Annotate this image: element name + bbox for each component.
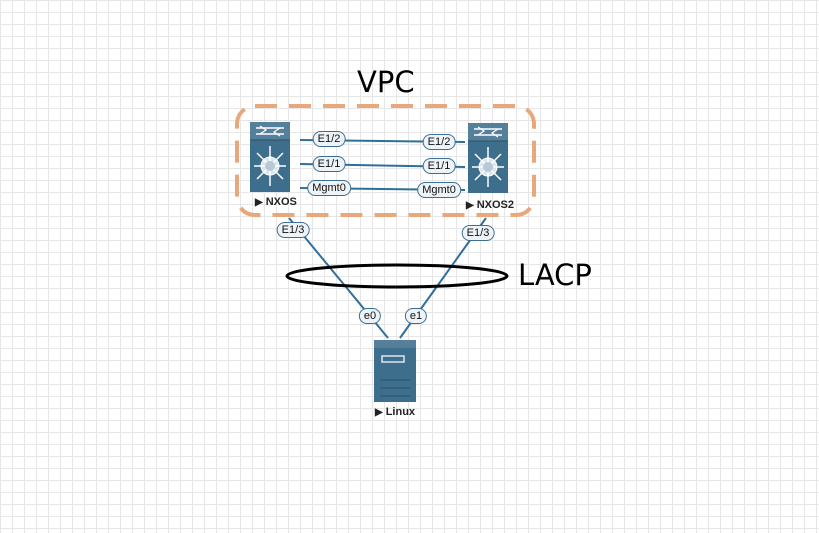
nxos1-node-label[interactable]: ▶NXOS <box>255 196 297 208</box>
nxos1-switch-icon[interactable] <box>250 122 290 192</box>
port-nxos2-mgmt0[interactable]: Mgmt0 <box>417 182 461 198</box>
start-node-icon[interactable]: ▶ <box>255 197 263 208</box>
port-nxos2-e1-3[interactable]: E1/3 <box>461 225 495 241</box>
lacp-bundle-label: LACP <box>518 258 592 292</box>
port-linux-e0[interactable]: e0 <box>358 308 382 324</box>
port-linux-e1[interactable]: e1 <box>404 308 428 324</box>
port-nxos1-e1-1[interactable]: E1/1 <box>312 156 346 172</box>
linux-node-label[interactable]: ▶Linux <box>375 406 415 418</box>
linux-server-icon[interactable] <box>374 340 416 402</box>
nxos1-name: NXOS <box>265 196 297 208</box>
start-node-icon[interactable]: ▶ <box>466 200 474 211</box>
port-nxos2-e1-2[interactable]: E1/2 <box>422 134 456 150</box>
nxos2-name: NXOS2 <box>476 199 514 211</box>
linux-name: Linux <box>385 406 416 418</box>
start-node-icon[interactable]: ▶ <box>375 407 383 418</box>
port-nxos2-e1-1[interactable]: E1/1 <box>422 158 456 174</box>
port-nxos1-e1-3[interactable]: E1/3 <box>276 222 310 238</box>
nxos2-switch-icon[interactable] <box>468 123 508 193</box>
lacp-bundle-ellipse <box>285 263 509 289</box>
vpc-group-outline <box>235 104 536 217</box>
port-nxos1-mgmt0[interactable]: Mgmt0 <box>307 180 351 196</box>
nxos2-node-label[interactable]: ▶NXOS2 <box>466 199 514 211</box>
vpc-group-label: VPC <box>357 65 415 99</box>
port-nxos1-e1-2[interactable]: E1/2 <box>312 131 346 147</box>
